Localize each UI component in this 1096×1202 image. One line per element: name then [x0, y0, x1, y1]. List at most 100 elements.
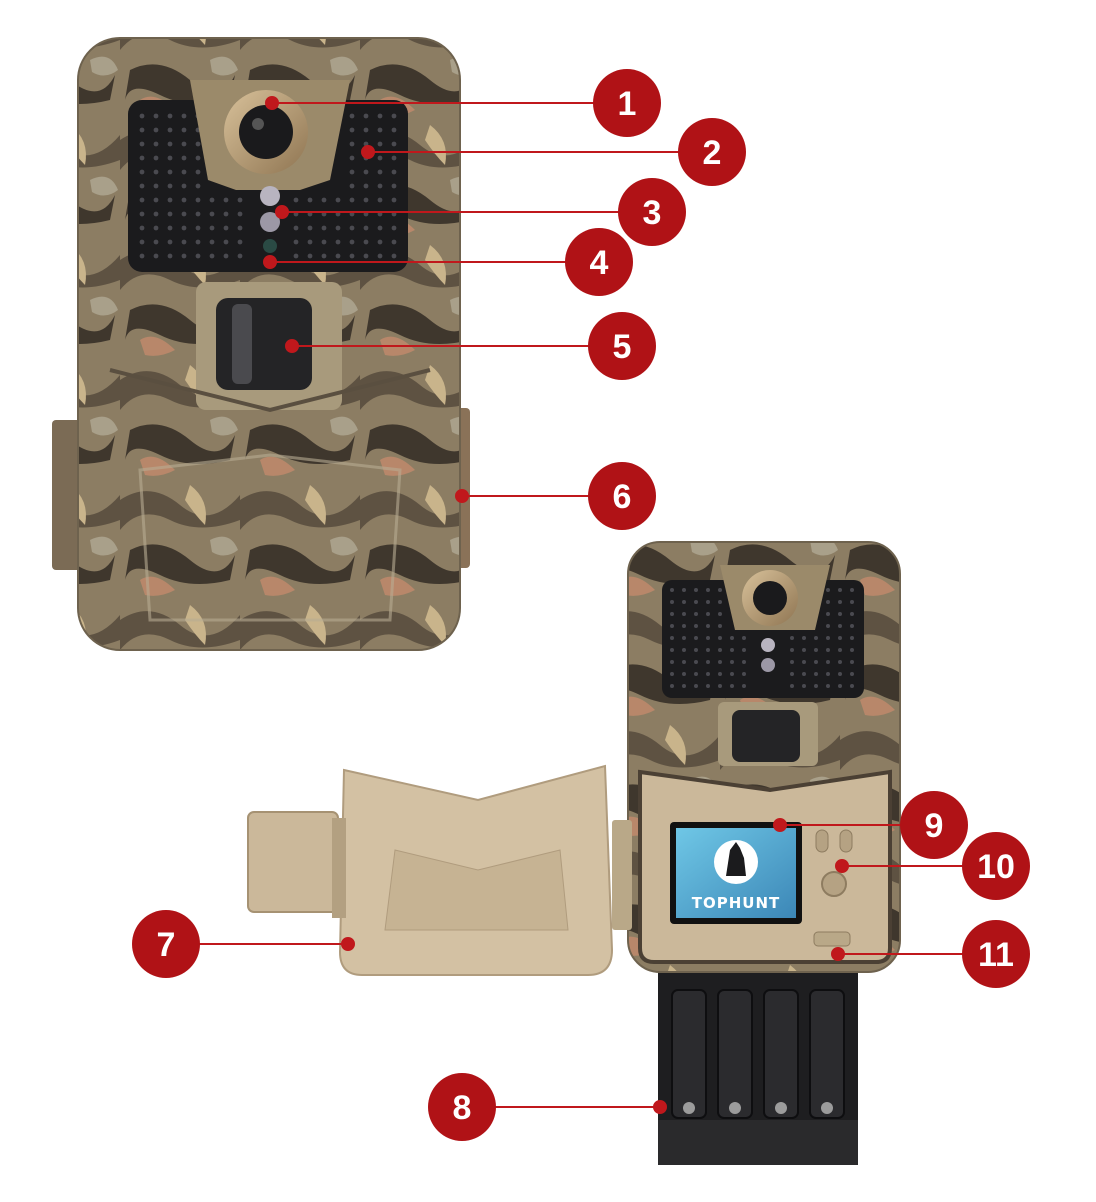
ir-led	[706, 636, 710, 640]
ir-led	[850, 588, 854, 592]
ir-led	[391, 113, 397, 119]
ir-led	[139, 239, 145, 245]
ir-led	[195, 239, 201, 245]
ir-led	[349, 225, 355, 231]
battery-spring	[683, 1102, 695, 1114]
ir-led	[167, 141, 173, 147]
ir-led	[670, 612, 674, 616]
left-button[interactable]	[815, 829, 829, 853]
ir-led	[391, 197, 397, 203]
ir-led	[826, 588, 830, 592]
ir-led	[195, 141, 201, 147]
ir-led	[293, 253, 299, 259]
ir-led	[802, 660, 806, 664]
ir-led	[838, 612, 842, 616]
callout-circle-10	[962, 832, 1030, 900]
ir-led	[349, 127, 355, 133]
ir-led	[706, 600, 710, 604]
ir-led	[850, 684, 854, 688]
ir-led	[826, 684, 830, 688]
ir-led	[153, 183, 159, 189]
callout-badge-3: 3	[618, 178, 686, 246]
ir-led	[730, 636, 734, 640]
ir-led	[307, 239, 313, 245]
ir-led	[195, 169, 201, 175]
ir-led	[838, 600, 842, 604]
ir-led	[682, 636, 686, 640]
callout-circle-8	[428, 1073, 496, 1141]
ir-led	[826, 636, 830, 640]
ir-led	[307, 197, 313, 203]
ir-led	[742, 672, 746, 676]
ir-led	[195, 155, 201, 161]
ir-led	[349, 141, 355, 147]
ir-led	[167, 183, 173, 189]
callout-label-9: 9	[925, 807, 944, 845]
ir-led	[167, 197, 173, 203]
ir-led	[814, 672, 818, 676]
ir-led	[307, 253, 313, 259]
ir-led	[349, 113, 355, 119]
ir-led	[391, 169, 397, 175]
camera-lens	[239, 105, 293, 159]
ir-led	[139, 253, 145, 259]
ir-led	[153, 113, 159, 119]
ir-led	[826, 648, 830, 652]
callout-dot-2	[361, 145, 375, 159]
ir-led	[790, 648, 794, 652]
ir-led	[718, 588, 722, 592]
ir-led	[237, 225, 243, 231]
front-chevron-line	[109, 368, 431, 413]
ir-led	[682, 588, 686, 592]
ir-led	[195, 197, 201, 203]
ir-led	[814, 684, 818, 688]
callout-badge-1: 1	[593, 69, 661, 137]
ir-led	[181, 155, 187, 161]
ir-led	[321, 239, 327, 245]
callout-badge-10: 10	[962, 832, 1030, 900]
ir-led	[377, 127, 383, 133]
power-switch[interactable]	[813, 931, 851, 947]
ir-led	[167, 225, 173, 231]
ok-button[interactable]	[821, 871, 847, 897]
callout-badge-6: 6	[588, 462, 656, 530]
callout-label-11: 11	[978, 936, 1014, 974]
ir-led	[139, 169, 145, 175]
ir-led	[349, 197, 355, 203]
callout-dot-8	[653, 1100, 667, 1114]
callout-badge-2: 2	[678, 118, 746, 186]
ir-led	[391, 225, 397, 231]
callout-dot-11	[831, 947, 845, 961]
ir-led	[209, 253, 215, 259]
callout-badge-9: 9	[900, 791, 968, 859]
ir-led	[790, 672, 794, 676]
ir-led	[195, 253, 201, 259]
ir-led	[718, 672, 722, 676]
ir-led	[682, 660, 686, 664]
ir-led	[730, 684, 734, 688]
ir-led	[153, 239, 159, 245]
right-button[interactable]	[839, 829, 853, 853]
ir-led	[335, 197, 341, 203]
callout-circle-9	[900, 791, 968, 859]
ir-led	[195, 183, 201, 189]
callout-label-10: 10	[977, 848, 1015, 886]
ir-led	[195, 225, 201, 231]
ir-led	[139, 141, 145, 147]
ir-led	[718, 660, 722, 664]
battery-spring	[821, 1102, 833, 1114]
ir-led	[826, 600, 830, 604]
ir-led	[742, 660, 746, 664]
callout-dot-10	[835, 859, 849, 873]
ir-led	[139, 225, 145, 231]
callout-badges: 1 2 3 4 5 6 7 8	[132, 69, 1030, 1141]
ir-led	[718, 636, 722, 640]
ir-led	[153, 155, 159, 161]
battery-spring	[775, 1102, 787, 1114]
ir-led	[694, 684, 698, 688]
door-hinge	[332, 818, 346, 918]
ir-led	[209, 211, 215, 217]
ir-led	[223, 225, 229, 231]
ir-led	[850, 600, 854, 604]
callout-badge-11: 11	[962, 920, 1030, 988]
